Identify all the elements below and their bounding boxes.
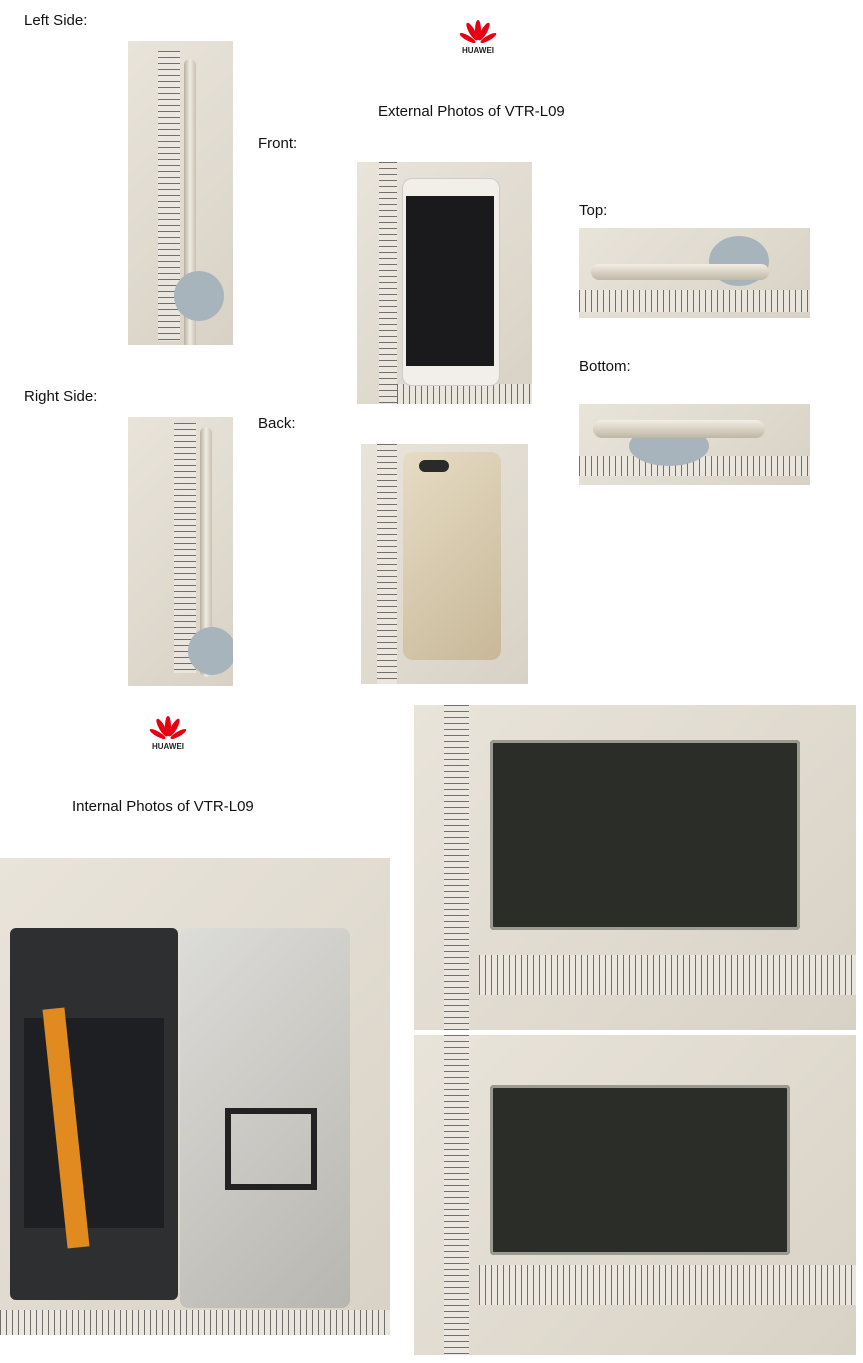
- huawei-logo-internal: HUAWEI: [138, 716, 198, 756]
- photo-back: [361, 444, 528, 684]
- label-top: Top:: [579, 202, 608, 219]
- label-right-side: Right Side:: [24, 388, 98, 405]
- huawei-petals-icon: [459, 20, 497, 43]
- huawei-logo-text: HUAWEI: [462, 46, 494, 55]
- internal-photos-title: Internal Photos of VTR-L09: [72, 798, 254, 815]
- photo-right-side: [128, 417, 233, 686]
- label-front: Front:: [258, 135, 298, 152]
- photo-board-back: [414, 1035, 856, 1355]
- label-back: Back:: [258, 415, 296, 432]
- photo-board-front: [414, 705, 856, 1030]
- huawei-logo: HUAWEI: [448, 20, 508, 60]
- huawei-petals-icon: [149, 716, 187, 739]
- photo-top: [579, 228, 810, 318]
- label-left-side: Left Side:: [24, 12, 88, 29]
- huawei-logo-text: HUAWEI: [152, 742, 184, 751]
- photo-internal-open: [0, 858, 390, 1335]
- external-photos-title: External Photos of VTR-L09: [378, 103, 565, 120]
- label-bottom: Bottom:: [579, 358, 631, 375]
- photo-bottom: [579, 404, 810, 485]
- photo-left-side: [128, 41, 233, 345]
- photo-front: [357, 162, 532, 404]
